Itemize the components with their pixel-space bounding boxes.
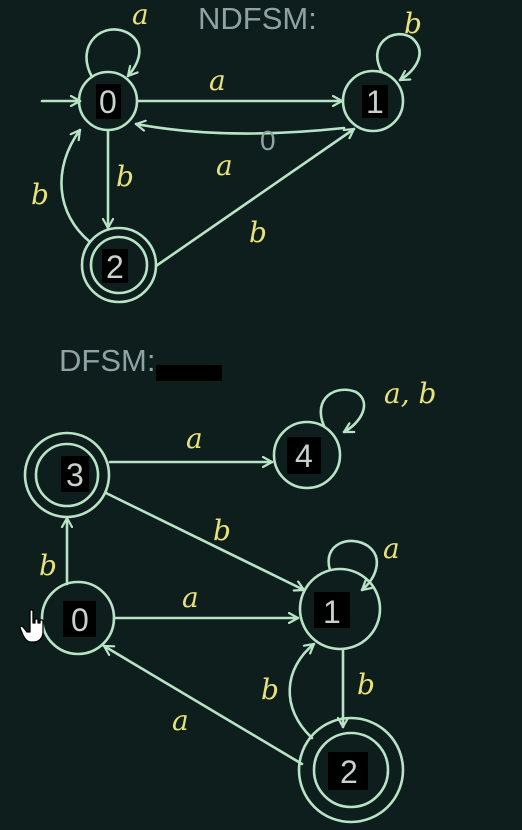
dfsm-state-4-circle — [272, 420, 342, 490]
ndfsm-edge-1-0-overlay-label: 0 — [260, 125, 276, 156]
dfsm-edge-2-0-label: a — [172, 704, 189, 737]
dfsm-edge-0-3-label: b — [39, 549, 57, 582]
dfsm-title: DFSM: — [59, 343, 156, 378]
ndfsm-edge-0-2-label: b — [116, 160, 134, 193]
dfsm-state-3-label: 3 — [66, 457, 84, 493]
dfsm-state-1-label-bg — [314, 592, 350, 628]
ndfsm-loop-0-label: a — [132, 0, 149, 31]
ndfsm-loop-1 — [375, 32, 421, 82]
dfsm-loop-4-label: a, b — [384, 377, 436, 410]
ndfsm-edge-2-1 — [154, 127, 356, 268]
dfsm-state-4-label: 4 — [295, 438, 313, 474]
dfsm-state-3-inner-circle — [34, 442, 100, 508]
dfsm-edge-2-1 — [288, 642, 316, 740]
ndfsm-edge-0-1-label: a — [209, 64, 226, 97]
ndfsm-edge-2-0-label: b — [31, 178, 49, 211]
ndfsm-state-0-label-bg — [96, 84, 121, 119]
dfsm-state-1-label: 1 — [323, 594, 341, 630]
dfsm-edge-1-2-label: b — [357, 668, 375, 701]
ndfsm-state-2-label: 2 — [106, 249, 124, 285]
redaction-bar — [156, 365, 222, 381]
ndfsm-loop-1-label: b — [404, 7, 422, 40]
dfsm-edge-2-1-label: b — [261, 673, 279, 706]
dfsm-edge-2-0 — [102, 644, 304, 766]
dfsm-state-4-label-bg — [287, 437, 321, 474]
ndfsm-state-2-inner-circle — [89, 235, 149, 295]
dfsm-loop-4 — [319, 388, 366, 434]
ndfsm-state-0-label: 0 — [99, 84, 117, 120]
ndfsm-title: NDFSM: — [198, 1, 317, 36]
ndfsm-loop-0 — [85, 28, 141, 79]
ndfsm-state-1-label-bg — [362, 85, 388, 118]
dfsm-state-2-label-bg — [328, 752, 368, 790]
dfsm-edge-3-1-label: b — [213, 514, 231, 547]
ndfsm-edge-2-0 — [60, 128, 92, 244]
dfsm-loop-1-label: a — [383, 532, 400, 565]
ndfsm-edge-1-0 — [134, 124, 346, 135]
dfsm-state-3-label-bg — [61, 456, 89, 492]
dfsm-state-0-label-bg — [63, 601, 96, 637]
dfsm-state-2-inner-circle — [312, 731, 390, 809]
dfsm-state-2-circle — [297, 716, 405, 824]
ndfsm-state-1-label: 1 — [366, 84, 384, 120]
dfsm-edge-3-1 — [104, 491, 306, 590]
dfsm-state-1-circle — [298, 567, 382, 651]
dfsm-edge-0-1-label: a — [182, 581, 199, 614]
dfsm-loop-1 — [327, 539, 379, 592]
ndfsm-state-2-label-bg — [102, 249, 128, 283]
ndfsm-edge-1-0-label: a — [216, 149, 233, 182]
ndfsm-edge-2-1-label: b — [249, 216, 267, 249]
dfsm-edge-3-4-label: a — [186, 422, 203, 455]
hand-pointer-icon — [19, 609, 44, 643]
dfsm-state-0-label: 0 — [71, 602, 89, 638]
dfsm-state-2-label: 2 — [340, 754, 358, 790]
